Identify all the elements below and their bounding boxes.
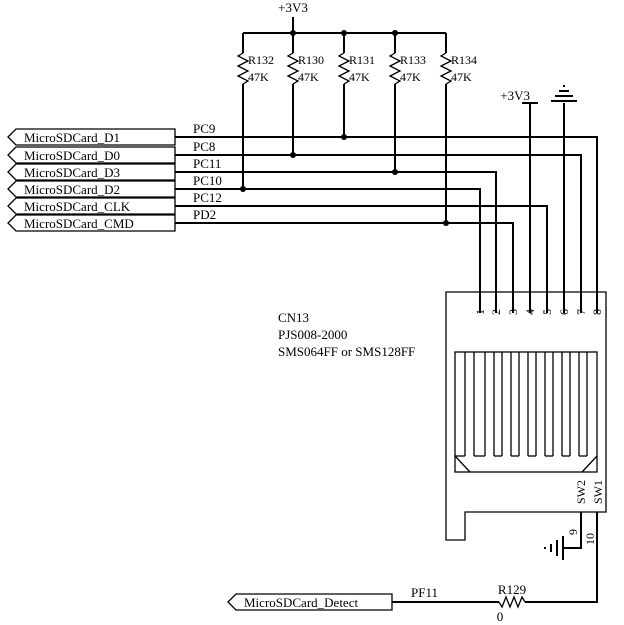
port-d2: MicroSDCard_D2 xyxy=(7,180,176,198)
signal-ports: MicroSDCard_D1 MicroSDCard_D0 MicroSDCar… xyxy=(7,128,176,232)
signal-wires xyxy=(175,134,598,313)
port-label: MicroSDCard_Detect xyxy=(244,595,358,610)
power-rail: +3V3 xyxy=(243,0,446,36)
pin-number: 8 xyxy=(590,309,604,315)
connector-supply: +3V3 xyxy=(500,85,577,313)
connector-cn13: 1 2 3 4 5 6 7 8 SW2 SW1 CN13 PJS008-2000… xyxy=(278,291,607,541)
switch-ground: 9 10 xyxy=(544,512,597,560)
net-label: PF11 xyxy=(411,585,438,600)
resistor-ref: R131 xyxy=(349,53,375,67)
pin-number: 2 xyxy=(489,309,503,315)
port-label: MicroSDCard_D3 xyxy=(24,165,120,180)
port-clk: MicroSDCard_CLK xyxy=(7,197,176,215)
port-cmd: MicroSDCard_CMD xyxy=(7,214,176,232)
resistor-ref: R129 xyxy=(498,582,526,597)
net-label: PD2 xyxy=(193,207,216,222)
resistor-ref: R130 xyxy=(298,53,324,67)
pin-number: 7 xyxy=(574,309,588,315)
pin-number: 6 xyxy=(557,309,571,315)
resistor-ref: R134 xyxy=(451,53,477,67)
port-label: MicroSDCard_D0 xyxy=(24,148,120,163)
switch-pin: 10 xyxy=(583,533,597,545)
port-d0: MicroSDCard_D0 xyxy=(7,146,176,164)
switch-label: SW1 xyxy=(591,480,605,504)
port-d1: MicroSDCard_D1 xyxy=(7,128,176,146)
pin-number: 5 xyxy=(540,309,554,315)
port-d3: MicroSDCard_D3 xyxy=(7,163,176,181)
switch-pin: 9 xyxy=(566,529,580,535)
resistor-value: 0 xyxy=(497,609,504,624)
pin-number: 1 xyxy=(473,309,487,315)
connector-card: SMS064FF or SMS128FF xyxy=(278,344,415,359)
net-label: PC10 xyxy=(193,173,222,188)
connector-part: PJS008-2000 xyxy=(278,327,347,342)
resistor-value: 47K xyxy=(400,70,421,84)
card-detect: MicroSDCard_Detect PF11 R129 0 xyxy=(227,512,598,624)
pin-number: 4 xyxy=(523,309,537,315)
port-label: MicroSDCard_D2 xyxy=(24,182,120,197)
pullup-resistors: R132 47K R130 47K R131 47K R133 47K R134… xyxy=(236,33,477,223)
resistor-value: 47K xyxy=(298,70,319,84)
net-label: PC8 xyxy=(193,139,215,154)
switch-label: SW2 xyxy=(574,480,588,504)
resistor-value: 47K xyxy=(349,70,370,84)
port-label: MicroSDCard_CMD xyxy=(24,216,134,231)
pin-number: 3 xyxy=(506,309,520,315)
port-label: MicroSDCard_D1 xyxy=(24,130,120,145)
net-label: PC11 xyxy=(193,156,221,171)
resistor-ref: R133 xyxy=(400,53,426,67)
supply-label: +3V3 xyxy=(500,88,530,103)
net-label: PC9 xyxy=(193,121,215,136)
connector-ref: CN13 xyxy=(278,310,309,325)
resistor-ref: R132 xyxy=(248,53,274,67)
resistor-value: 47K xyxy=(248,70,269,84)
power-label: +3V3 xyxy=(278,0,308,15)
resistor-value: 47K xyxy=(451,70,472,84)
port-label: MicroSDCard_CLK xyxy=(24,199,131,214)
net-label: PC12 xyxy=(193,190,222,205)
net-labels: PC9 PC8 PC11 PC10 PC12 PD2 xyxy=(193,121,222,222)
